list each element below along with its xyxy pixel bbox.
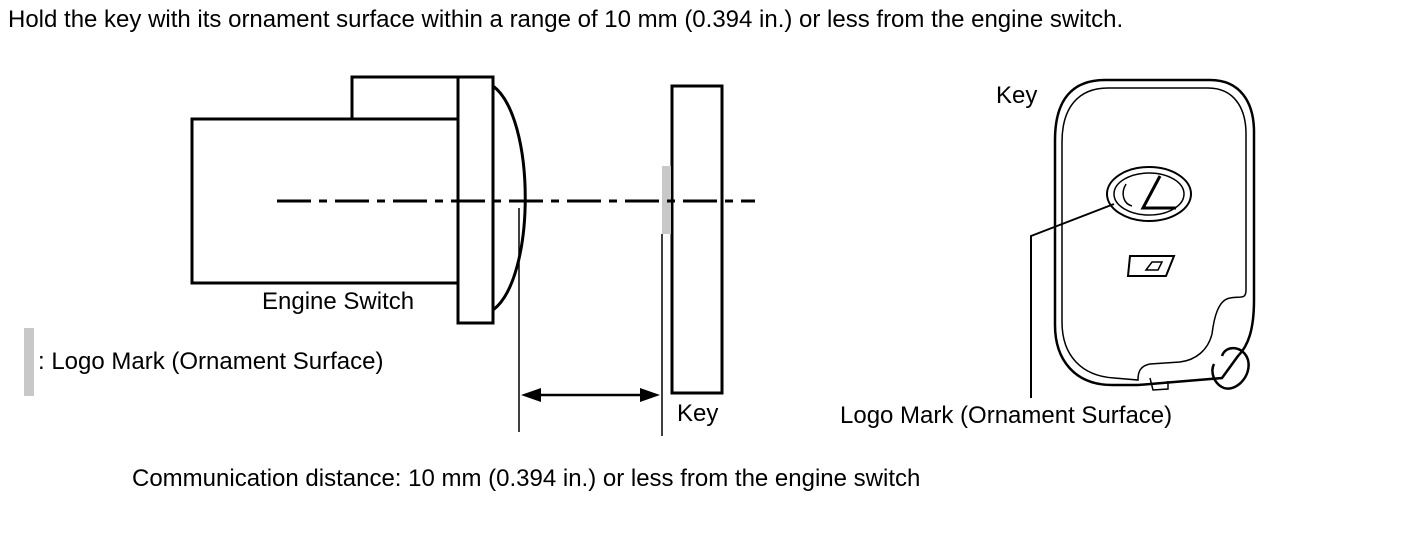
engine-switch-label: Engine Switch <box>262 288 415 315</box>
key-fob-button <box>1126 255 1176 277</box>
caption-text: Communication distance: 10 mm (0.394 in.… <box>132 465 921 492</box>
key-ring-loop <box>1211 347 1250 390</box>
instruction-text: Hold the key with its ornament surface w… <box>8 6 1124 33</box>
engine-switch-tab <box>350 75 458 119</box>
legend-text: : Logo Mark (Ornament Surface) <box>38 348 384 375</box>
engine-switch-dome <box>492 84 527 312</box>
logo-mark-label: Logo Mark (Ornament Surface) <box>840 402 1173 429</box>
ornament-surface-highlight <box>662 166 671 234</box>
dimension-arrow-right <box>640 388 660 402</box>
key-side-body <box>670 84 724 395</box>
key-fob-button-mark <box>1144 261 1164 271</box>
key-side-drawing <box>662 84 724 395</box>
logo-leader-line <box>1030 203 1115 398</box>
logo-l-accent <box>1122 183 1133 207</box>
key-fob-drawing <box>1030 78 1256 398</box>
key-fob-bottom-clip <box>1149 377 1169 391</box>
key-side-label: Key <box>677 400 719 427</box>
logo-ornament-inner <box>1113 172 1185 216</box>
key-fob-outer-shell <box>1053 78 1256 387</box>
logo-ornament-outer <box>1106 166 1192 222</box>
key-fob-label: Key <box>996 82 1038 109</box>
key-fob-inner-edge <box>1061 87 1247 381</box>
dimension-arrow-left <box>521 388 541 402</box>
logo-l-mark <box>1140 175 1176 210</box>
distance-dimension <box>518 208 663 436</box>
legend-swatch <box>24 328 34 396</box>
